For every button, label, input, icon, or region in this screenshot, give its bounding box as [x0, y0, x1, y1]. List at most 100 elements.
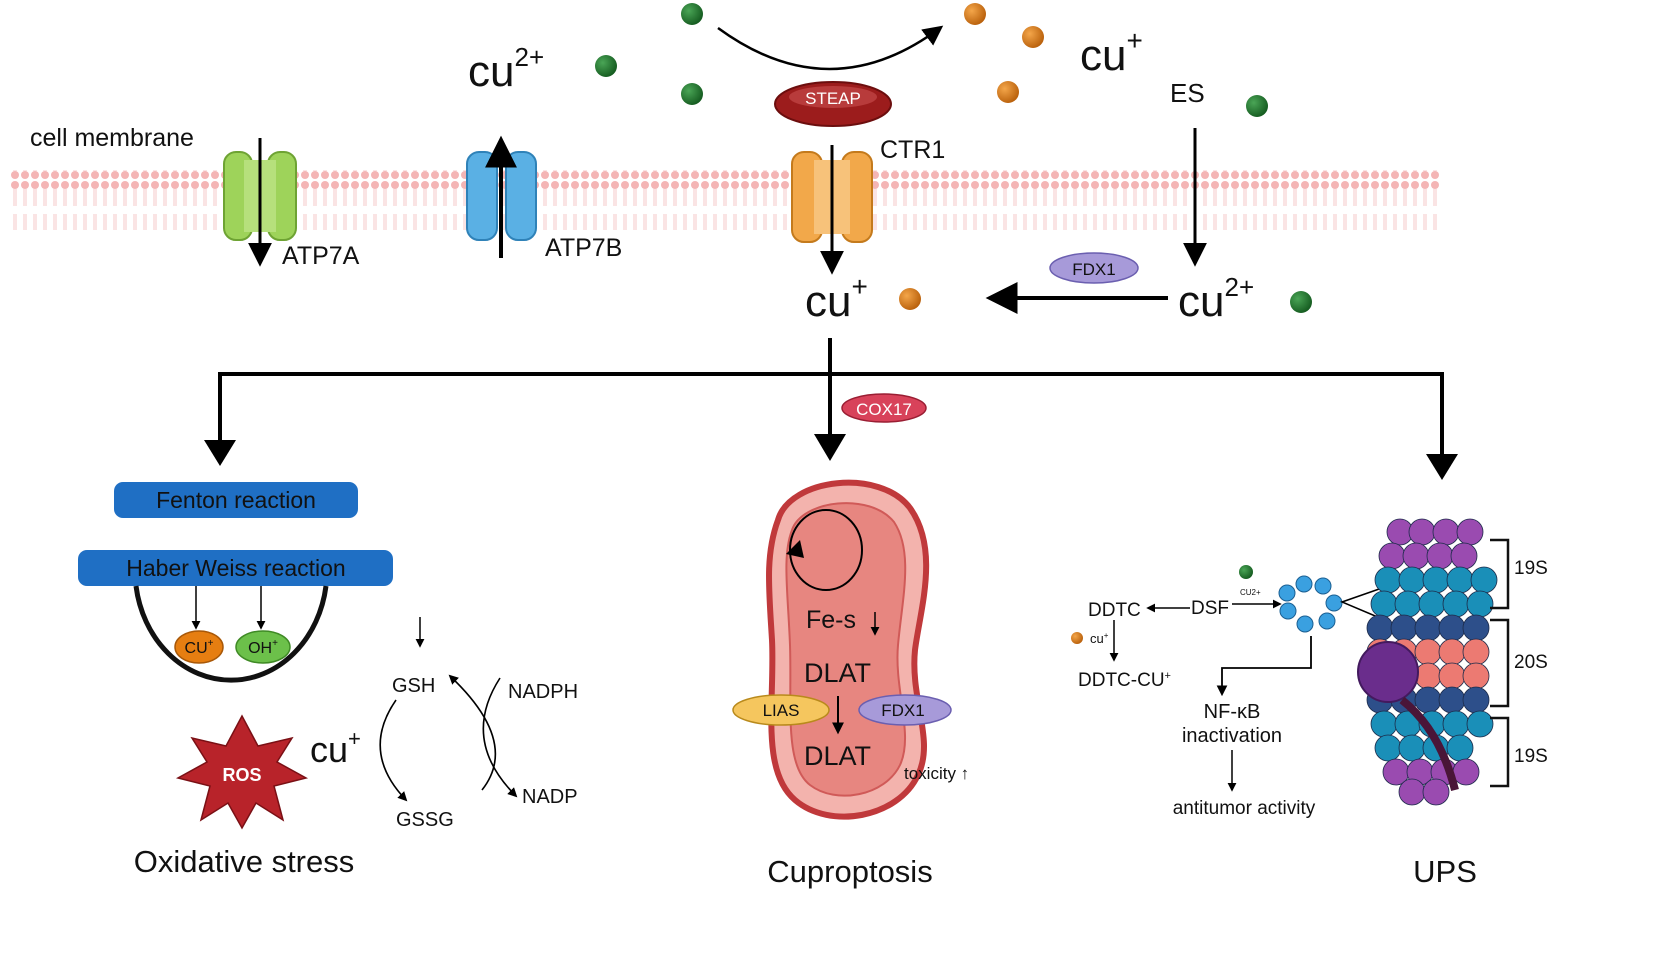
- fe-s-label: Fe-s: [806, 606, 856, 634]
- cu1-ion: [997, 81, 1019, 103]
- haber-weiss-label: Haber Weiss reaction: [126, 555, 345, 581]
- proteasome-subunit: [1438, 638, 1466, 666]
- 20s-label: 20S: [1514, 652, 1548, 673]
- proteasome-subunit: [1470, 566, 1498, 594]
- proteasome-subunit: [1390, 614, 1418, 642]
- proteasome-subunit: [1414, 638, 1442, 666]
- proteasome-subunit: [1446, 566, 1474, 594]
- proteasome-subunit: [1462, 614, 1490, 642]
- proteasome-ring-icon: [1278, 575, 1343, 633]
- cu2-intracellular-label: cu2+: [1178, 272, 1254, 326]
- proteasome-subunit: [1422, 778, 1450, 806]
- proteasome-subunit: [1402, 542, 1430, 570]
- fenton-reaction-box: [114, 482, 358, 518]
- proteasome-subunit: [1374, 566, 1402, 594]
- ctr1-channel: [791, 145, 873, 275]
- proteasome-subunit: [1366, 614, 1394, 642]
- lias-label: LIAS: [763, 701, 800, 720]
- cu1-extracellular-label: cu+: [1080, 25, 1143, 80]
- gssg-label: GSSG: [396, 809, 454, 831]
- cu2-extracellular-label: cu2+: [468, 42, 544, 96]
- proteasome-subunit: [1438, 662, 1466, 690]
- oh-label: OH+: [248, 638, 278, 657]
- proteasome-subunit: [1370, 710, 1398, 738]
- proteasome-subunit: [1452, 758, 1480, 786]
- dlat-bottom-label: DLAT: [804, 741, 871, 771]
- steap-reduction-arrow: [717, 25, 944, 71]
- cu-plus-bubble: [174, 630, 224, 664]
- branch-connector: [218, 338, 1444, 460]
- nadph-label: NADPH: [508, 681, 578, 703]
- proteasome-subunit: [1418, 590, 1446, 618]
- lias-protein: [732, 694, 830, 726]
- fdx1-protein: [1049, 252, 1139, 284]
- cuproptosis-title: Cuproptosis: [767, 854, 932, 889]
- proteasome-subunit: [1398, 734, 1426, 762]
- nadph-cycle-arrow: [482, 677, 518, 798]
- proteasome-subunit: [1414, 662, 1442, 690]
- proteasome-subunit: [1426, 542, 1454, 570]
- cu1-ion: [899, 288, 921, 310]
- proteasome-subunit: [1462, 638, 1490, 666]
- 19s-bottom-label: 19S: [1514, 746, 1548, 767]
- proteasome-subunit: [1398, 566, 1426, 594]
- nfkb-label: NF-κB: [1204, 701, 1261, 723]
- proteasome-subunit: [1446, 734, 1474, 762]
- antitumor-activity-label: antitumor activity: [1173, 798, 1316, 819]
- ring-to-nfkb-arrow: [1216, 636, 1312, 697]
- proteasome-subunit: [1374, 734, 1402, 762]
- cu2-ion: [595, 55, 617, 77]
- arrowhead: [814, 434, 846, 461]
- proteasome-subunit: [1442, 710, 1470, 738]
- ddtc-cu-label: DDTC-CU+: [1078, 670, 1171, 691]
- atp7a-label: ATP7A: [282, 242, 360, 270]
- nadp-label: NADP: [522, 786, 578, 808]
- haber-weiss-box: [78, 550, 393, 586]
- fdx1-mito-protein: [858, 694, 952, 726]
- proteasome-subunit: [1462, 686, 1490, 714]
- proteasome-subunit: [1370, 590, 1398, 618]
- ups-title: UPS: [1413, 854, 1477, 889]
- proteasome-subunit: [1466, 710, 1494, 738]
- proteasome-subunit: [1442, 590, 1470, 618]
- atp7a-channel: [223, 138, 297, 267]
- cu-plus-label: CU+: [185, 638, 214, 657]
- oh-bubble: [235, 630, 291, 664]
- reaction-vessel: [133, 585, 329, 683]
- cell-membrane-label: cell membrane: [30, 124, 194, 152]
- proteasome-subunit: [1466, 590, 1494, 618]
- proteasome-subunit: [1456, 518, 1484, 546]
- cu2-ion: [1246, 95, 1268, 117]
- proteasome-subunit: [1414, 686, 1442, 714]
- toxicity-label: toxicity ↑: [904, 764, 969, 783]
- dlat-top-label: DLAT: [804, 658, 871, 688]
- steap-label: STEAP: [805, 89, 861, 108]
- subunit-bracket: [1490, 538, 1510, 788]
- gsh-label: GSH: [392, 675, 435, 697]
- glutathione-cycle-arrow: [379, 699, 408, 802]
- ctr1-label: CTR1: [880, 136, 945, 164]
- proteasome-subunit: [1398, 778, 1426, 806]
- cu1-intracellular-label: cu+: [805, 271, 868, 326]
- arrowhead: [1426, 454, 1458, 480]
- proteasome-subunit: [1438, 614, 1466, 642]
- proteasome-subunit: [1378, 542, 1406, 570]
- arrowhead: [204, 440, 236, 466]
- cu-small-label: cu+: [1090, 631, 1109, 646]
- proteasome-subunit: [1414, 614, 1442, 642]
- atp7b-channel: [466, 135, 537, 258]
- cox17-label: COX17: [856, 400, 912, 419]
- proteasome-subunit: [1462, 662, 1490, 690]
- ring-zoom-lines: [1339, 587, 1383, 619]
- proteasome-subunit: [1394, 590, 1422, 618]
- fenton-reaction-label: Fenton reaction: [156, 487, 316, 513]
- cu1-ion: [1022, 26, 1044, 48]
- cu2-ion: [1239, 565, 1253, 579]
- proteasome-subunit: [1432, 518, 1460, 546]
- 19s-top-label: 19S: [1514, 558, 1548, 579]
- glutathione-cycle-arrow: [448, 674, 497, 791]
- cox17-protein: [841, 393, 927, 423]
- ros-starburst: [175, 714, 309, 830]
